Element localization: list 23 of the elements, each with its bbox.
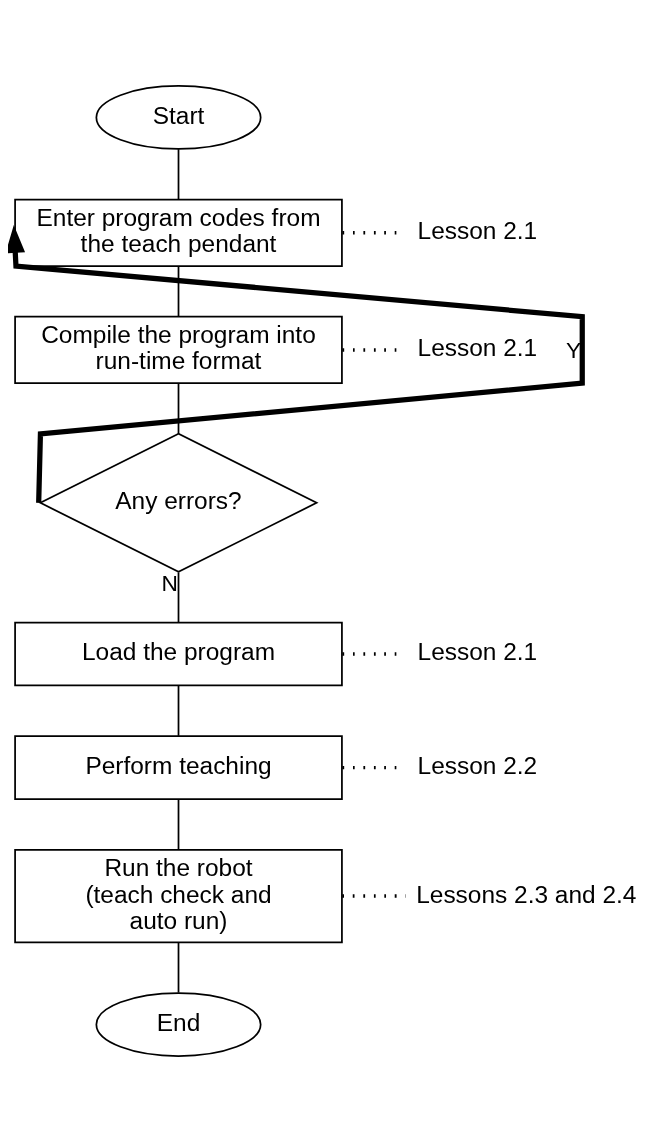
node-text: Lesson 2.1	[417, 638, 538, 666]
connector	[177, 942, 180, 994]
node-box: Compile the program into run-time format	[14, 315, 343, 384]
node-text: Lesson 2.1	[417, 334, 538, 362]
node-ellipse: Start	[95, 85, 262, 150]
node-text: Lesson 2.2	[417, 752, 538, 780]
edge-label: Y	[565, 337, 582, 364]
node-text: Lesson 2.1	[417, 217, 538, 245]
connector	[177, 148, 180, 201]
connector	[177, 798, 180, 851]
node-diamond: Any errors?	[38, 432, 319, 573]
connector	[177, 382, 180, 435]
connector	[177, 571, 180, 624]
node-box: Run the robot (teach check and auto run)	[14, 848, 343, 944]
node-text: Lessons 2.3 and 2.4	[416, 880, 637, 908]
edge-label: N	[161, 570, 178, 597]
connector	[177, 685, 180, 737]
connector	[177, 265, 180, 318]
node-box: Perform teaching	[14, 735, 343, 800]
arrow	[8, 224, 585, 503]
node-box: Load the program	[14, 621, 343, 687]
node-ellipse: End	[95, 992, 262, 1057]
node-box: Enter program codes from the teach pendant	[14, 198, 343, 267]
